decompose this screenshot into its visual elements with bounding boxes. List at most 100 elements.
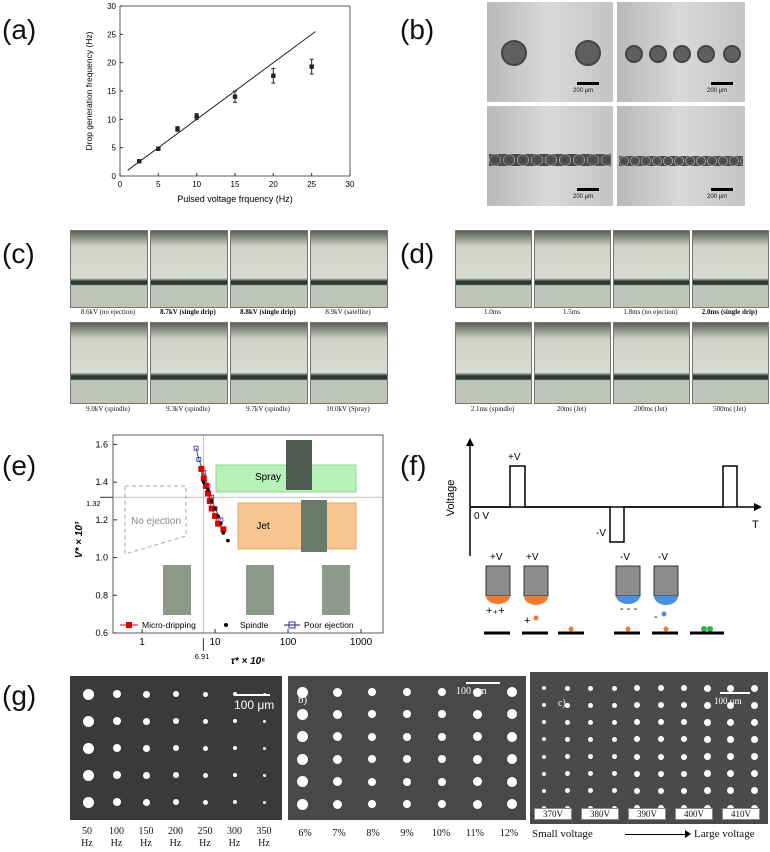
charge-minus-1: - - - <box>620 603 637 615</box>
f-xlabel: T <box>752 519 759 531</box>
f-neg-label: -V <box>596 528 606 539</box>
voltage-label: 390V <box>628 808 666 820</box>
legend-marker-spindle <box>224 623 228 627</box>
printed-dot <box>634 753 641 760</box>
y-tick-label: 25 <box>107 30 116 39</box>
printed-dot <box>113 771 122 779</box>
printed-dot <box>368 755 376 764</box>
voltage-label: 380V <box>581 808 619 820</box>
g-sub-label-c: c) <box>558 698 566 709</box>
dot-array-frequency: 100 μm <box>70 676 282 820</box>
f-pos-label: +V <box>508 452 521 463</box>
f-ylabel: Voltage <box>445 480 457 517</box>
printed-dot <box>727 753 735 761</box>
dot-array-voltage: 100 μm c) <box>530 672 768 824</box>
printed-dot <box>296 753 308 765</box>
printed-dot <box>750 753 758 761</box>
data-point <box>136 159 142 164</box>
x-tick-label: 100 <box>280 637 297 648</box>
panel-label-c: (c) <box>2 238 35 269</box>
chart-a-ylabel: Drop generation frequency (Hz) <box>84 31 94 150</box>
printed-dot <box>332 687 342 697</box>
region-spray-label: Spray <box>255 472 281 483</box>
printed-dot <box>634 702 641 709</box>
scale-label: 200 μm <box>707 194 728 200</box>
printed-dot <box>332 777 342 787</box>
printed-dot <box>232 800 237 804</box>
dot-array-duty: 100 μm b) <box>288 676 526 820</box>
printed-dot <box>588 719 594 725</box>
data-point <box>232 94 238 99</box>
nozzle-3 <box>615 565 641 597</box>
printed-dot <box>296 708 308 720</box>
f-zero-label: 0 V <box>474 511 489 522</box>
printed-dot <box>403 755 411 764</box>
printed-dot <box>657 736 664 743</box>
data-point <box>194 114 199 119</box>
panel-b-micrographs: 200 μm 200 μm 200 μm 200 μm <box>487 2 745 206</box>
printed-dot <box>202 745 208 751</box>
printed-dot <box>472 687 482 697</box>
spindle-point <box>221 531 226 535</box>
printed-dot <box>542 754 546 759</box>
panel-label-a: (a) <box>2 14 37 45</box>
printed-dot <box>681 770 687 777</box>
droplet-orange-3 <box>625 626 631 632</box>
frame-c-6 <box>150 322 228 404</box>
voltage-label: 400V <box>675 808 713 820</box>
printed-dot <box>542 686 546 690</box>
arrow-up-icon <box>466 438 474 446</box>
printed-dot <box>681 685 687 691</box>
printed-dot <box>564 771 570 777</box>
printed-dot <box>588 771 594 777</box>
printed-dot <box>750 701 758 709</box>
micro-dripping-point <box>200 475 207 482</box>
printed-dot <box>634 685 641 691</box>
spindle-point <box>213 506 217 511</box>
spindle-point <box>201 480 206 484</box>
printed-dot <box>403 777 411 786</box>
printed-dot <box>202 718 208 724</box>
printed-dot <box>202 691 208 697</box>
printed-dot <box>403 710 411 719</box>
printed-dot <box>681 736 687 743</box>
printed-dot <box>173 691 179 697</box>
printed-dot <box>173 799 179 805</box>
charge-plus-2: + <box>524 615 530 627</box>
printed-dot <box>232 746 237 750</box>
micro-dripping-point <box>220 526 227 533</box>
micro-dripping-point <box>212 513 219 520</box>
legend-spindle: Spindle <box>240 620 269 630</box>
y-tick-label: 1.6 <box>95 439 108 449</box>
pulse-waveform <box>470 465 738 543</box>
caption-c-2: 8.7kV (single drip) <box>160 308 216 316</box>
caption-c-8: 10.0kV (Spray) <box>326 405 370 413</box>
freq-value: 100 <box>109 826 124 837</box>
caption-d-1: 1.0ms <box>484 308 501 316</box>
frame-c-3 <box>230 230 308 308</box>
printed-dot <box>703 718 711 726</box>
printed-dot <box>564 754 570 760</box>
printed-dot <box>681 702 687 709</box>
micro-dripping-point <box>208 505 215 512</box>
printed-dot <box>332 709 342 719</box>
g-scale-label-1: 100 μm <box>234 698 275 712</box>
printed-dot <box>332 732 342 742</box>
data-point <box>309 64 314 69</box>
x-tick-label: 1000 <box>350 637 373 648</box>
caption-d-5: 2.1ms (spindle) <box>470 405 515 413</box>
voltage-arrow-line <box>625 834 687 835</box>
y-tick-label: 5 <box>112 144 117 153</box>
caption-c-5: 9.0kV (spindle) <box>86 405 130 413</box>
printed-dot <box>472 732 482 742</box>
chart-a-xlabel: Pulsed voltage frquency (Hz) <box>177 194 293 204</box>
meniscus-2 <box>524 596 548 605</box>
x-tick-label: 0 <box>118 180 123 189</box>
printed-dot <box>438 755 446 764</box>
